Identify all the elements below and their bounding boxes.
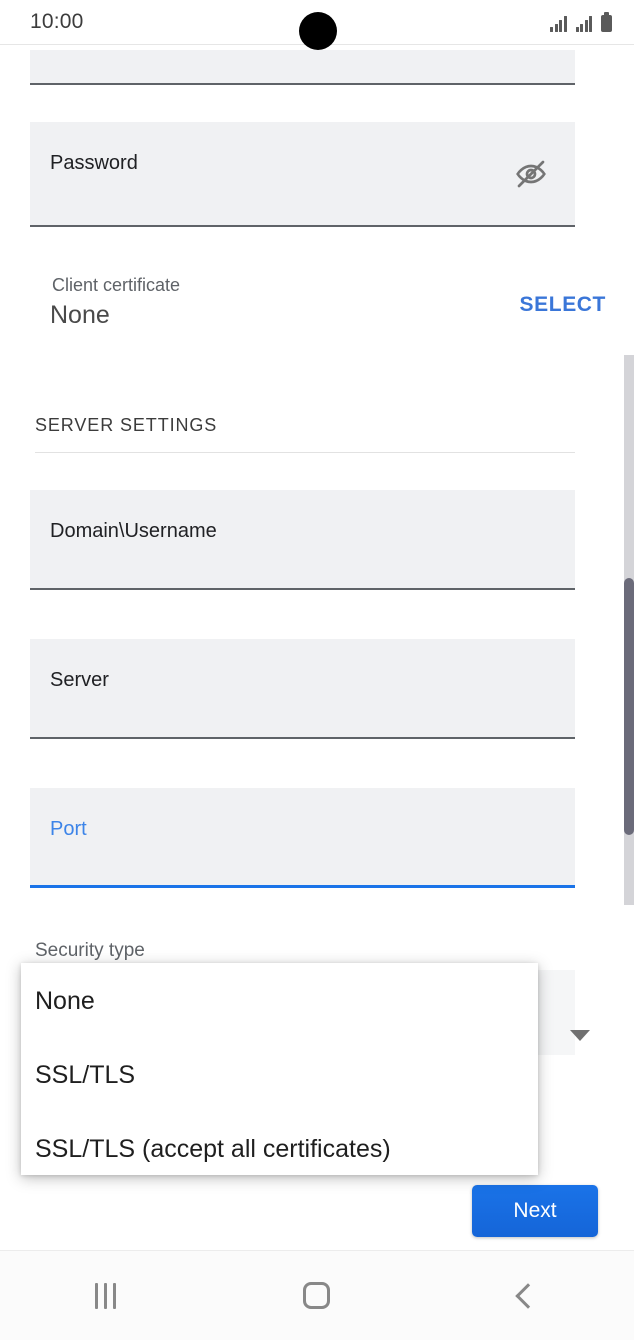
domain-username-label: Domain\Username (50, 520, 217, 542)
battery-full-icon (601, 12, 612, 32)
back-button[interactable] (468, 1266, 588, 1326)
home-icon (303, 1282, 331, 1309)
recents-icon (95, 1282, 117, 1309)
back-icon (515, 1282, 542, 1309)
camera-cutout (299, 12, 337, 50)
server-field[interactable]: Server (30, 639, 575, 739)
status-icons (550, 12, 612, 32)
domain-username-field[interactable]: Domain\Username (30, 490, 575, 590)
client-certificate-row[interactable]: Client certificate None SELECT (0, 275, 634, 355)
port-label: Port (50, 818, 87, 840)
security-type-dropdown[interactable]: None SSL/TLS SSL/TLS (accept all certifi… (21, 963, 538, 1175)
scrollbar-thumb[interactable] (624, 578, 634, 835)
client-certificate-label: Client certificate (52, 275, 181, 295)
visibility-off-icon[interactable] (515, 158, 547, 190)
port-field[interactable]: Port (30, 788, 575, 888)
chevron-down-icon[interactable] (570, 1030, 590, 1041)
field-above-clipped[interactable] (30, 50, 575, 85)
recents-button[interactable] (46, 1266, 166, 1326)
dropdown-option-ssl-tls[interactable]: SSL/TLS (35, 1061, 136, 1089)
home-button[interactable] (257, 1266, 377, 1326)
password-label: Password (50, 152, 138, 174)
android-nav-bar (0, 1250, 634, 1340)
select-certificate-button[interactable]: SELECT (519, 293, 606, 316)
dropdown-option-ssl-tls-accept-all[interactable]: SSL/TLS (accept all certificates) (35, 1135, 391, 1163)
section-divider (35, 452, 575, 453)
server-settings-header: SERVER SETTINGS (35, 415, 218, 435)
server-label: Server (50, 669, 109, 691)
signal-bars-icon (550, 15, 567, 32)
status-time: 10:00 (30, 10, 84, 33)
security-type-label: Security type (35, 940, 145, 961)
client-certificate-value: None (50, 301, 110, 329)
password-field[interactable]: Password (30, 122, 575, 227)
dropdown-option-none[interactable]: None (35, 987, 95, 1015)
signal-bars-icon-2 (575, 15, 592, 32)
next-button[interactable]: Next (472, 1185, 598, 1237)
